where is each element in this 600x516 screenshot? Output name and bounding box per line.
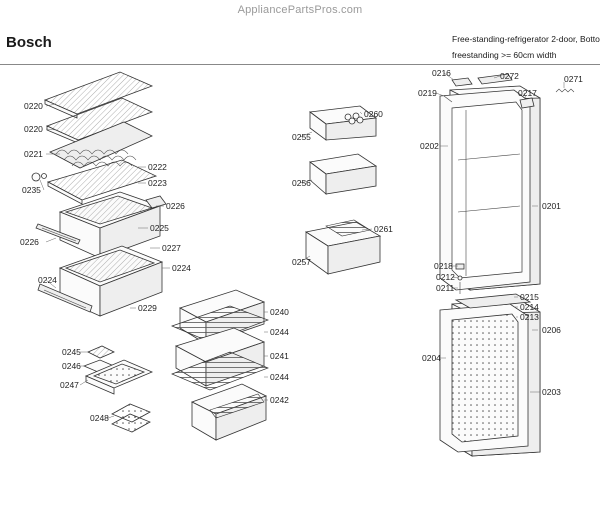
callout-0235: 0235 [22,185,41,195]
callout-0214: 0214 [520,302,539,312]
callout-0215: 0215 [520,292,539,302]
callout-0226-b: 0226 [20,237,39,247]
callout-0219: 0219 [418,88,437,98]
brand-name: Bosch [6,34,52,51]
callout-0212: 0212 [436,272,455,282]
callout-0256: 0256 [292,178,311,188]
door-balcony-middle [309,153,378,195]
upper-door-gasket [439,89,531,291]
ice-pack-0248 [111,403,151,433]
callout-0242: 0242 [270,395,289,405]
door-hinge-cover-0216 [451,77,473,87]
header-divider [0,64,600,65]
callout-0244-a: 0244 [270,327,289,337]
lower-slide-rail [37,283,93,313]
callout-0220-a: 0220 [24,101,43,111]
handle-cap-0272 [477,73,513,85]
callout-0246: 0246 [62,361,81,371]
callout-0260: 0260 [364,109,383,119]
callout-0216: 0216 [432,68,451,78]
drawer-slide-rail-left [35,223,81,245]
glass-shelf-second [45,97,154,144]
callout-0222: 0222 [148,162,167,172]
callout-0204: 0204 [422,353,441,363]
hinge-parts-0211-0212-0218 [455,263,465,294]
callout-0220-b: 0220 [24,124,43,134]
callout-0240: 0240 [270,307,289,317]
callout-0201: 0201 [542,201,561,211]
callout-0203: 0203 [542,387,561,397]
callout-0202: 0202 [420,141,439,151]
callout-0272: 0272 [500,71,519,81]
callout-0245: 0245 [62,347,81,357]
callout-0227: 0227 [162,243,181,253]
callout-0218: 0218 [434,261,453,271]
callout-0206: 0206 [542,325,561,335]
site-watermark: AppliancePartsPros.com [237,4,363,16]
egg-tray-lid [87,345,115,359]
crisper-drawer-upper [58,191,162,259]
callout-0261: 0261 [374,224,393,234]
door-balcony-bottle [304,219,382,275]
freezer-drawer-middle [171,327,269,391]
callout-labels: 0220 0220 0221 0222 0223 0235 0226 0225 … [20,68,583,423]
callout-0224-a: 0224 [172,263,191,273]
description-line-1: Free-standing-refrigerator 2-door, Botto [452,34,600,44]
crisper-cover-shelf [46,159,158,205]
humidity-control-0235 [31,172,47,182]
model-description: Free-standing-refrigerator 2-door, Botto… [452,31,600,63]
hinge-pin-0219 [443,95,453,103]
callout-0213: 0213 [520,312,539,322]
callout-0221: 0221 [24,149,43,159]
callout-0244-b: 0244 [270,372,289,382]
description-line-2: freestanding >= 60cm width [452,50,557,60]
wine-bottle-rack [49,121,153,169]
callout-0248: 0248 [90,413,109,423]
crisper-drawer-lower [58,245,164,317]
callout-0226-a: 0226 [166,201,185,211]
callout-0225: 0225 [150,223,169,233]
spring-0271 [555,88,575,93]
door-balcony-upper [308,105,378,141]
callout-0211: 0211 [436,283,455,293]
callout-0247: 0247 [60,380,79,390]
freezer-drawer-bottom [190,383,268,441]
lower-door-gasket [439,303,529,453]
callout-0223: 0223 [148,178,167,188]
door-stop-0217 [519,97,535,109]
callout-0217: 0217 [518,88,537,98]
callout-0241: 0241 [270,351,289,361]
callout-0229: 0229 [138,303,157,313]
callout-0257: 0257 [292,257,311,267]
callout-0255: 0255 [292,132,311,142]
ice-cube-tray [84,359,154,395]
leader-lines [39,72,565,419]
callout-0224-b: 0224 [38,275,57,285]
lower-hinge-bar-0206 [454,293,532,309]
drawer-slide-rail-right [145,195,167,209]
callout-0271: 0271 [564,74,583,84]
